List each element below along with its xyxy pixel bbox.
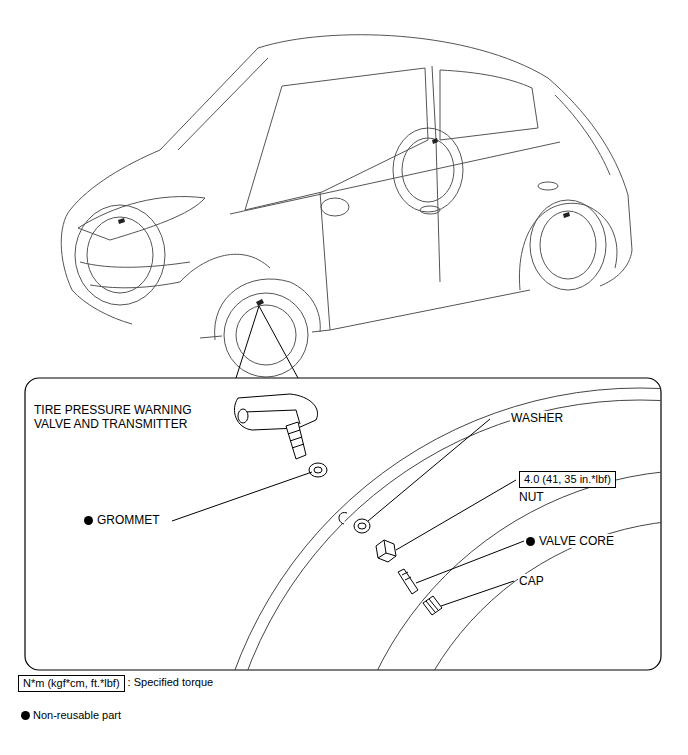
leader-lines	[172, 419, 524, 606]
non-reusable-mark	[84, 516, 93, 525]
parts	[234, 394, 442, 615]
legend-text: : Specified torque	[128, 676, 214, 689]
part-label: WASHER	[510, 411, 564, 425]
callout-leaders	[236, 306, 298, 378]
part-label: NUT	[519, 490, 544, 504]
tire-arcs	[208, 388, 661, 670]
part-label: VALVE CORE	[538, 534, 615, 548]
part-label: CAP	[518, 574, 545, 588]
non-reusable-mark	[526, 537, 535, 546]
spec-text: 4.0 (41, 35 in.*lbf)	[519, 471, 616, 488]
torque-spec: 4.0 (41, 35 in.*lbf) NUT	[519, 471, 616, 504]
torque-unit-box: N*m (kgf*cm, ft.*lbf)	[18, 675, 125, 692]
part-label: GROMMET	[96, 513, 161, 527]
legend-text: Non-reusable part	[33, 709, 121, 722]
car-outline	[61, 35, 632, 377]
part-label: TIRE PRESSURE WARNING VALVE AND TRANSMIT…	[33, 403, 215, 431]
non-reusable-mark	[21, 711, 30, 720]
callout-frame	[25, 378, 661, 670]
valve-marks	[118, 138, 570, 306]
spec-text: N*m (kgf*cm, ft.*lbf)	[18, 675, 125, 692]
